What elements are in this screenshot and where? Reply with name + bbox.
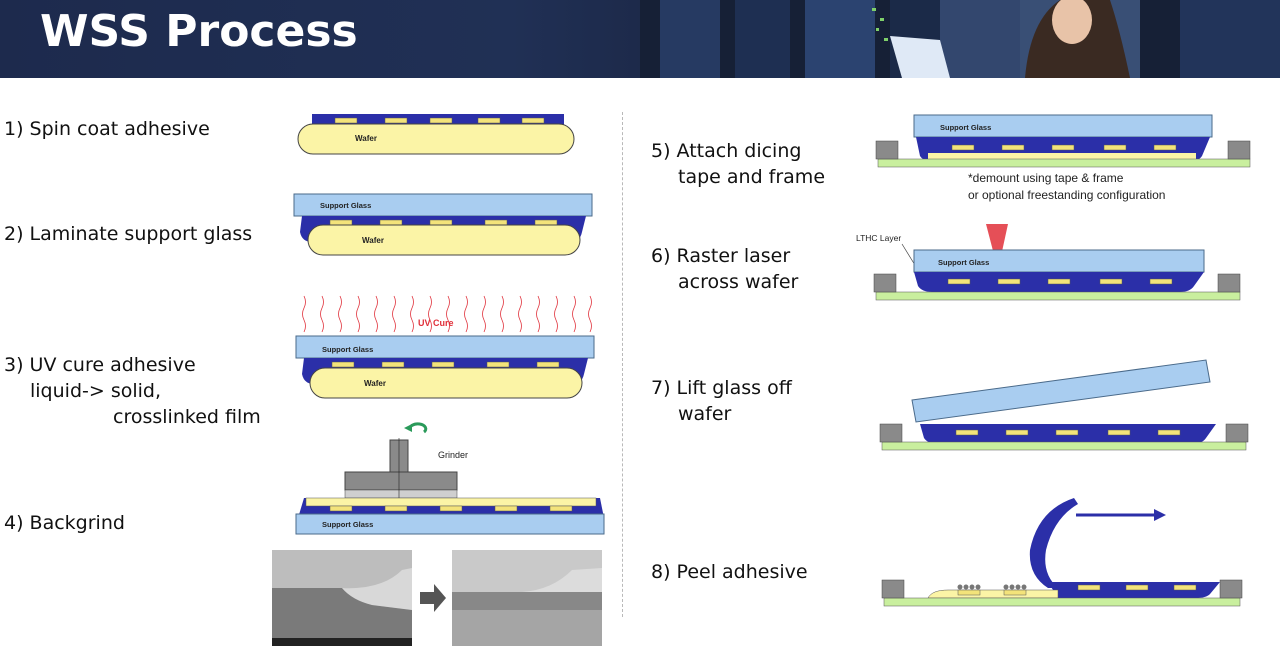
lifted-support-glass	[911, 359, 1211, 423]
frame-right	[1225, 423, 1249, 443]
step-3-detail-1: liquid-> solid,	[30, 380, 161, 402]
frame-left	[879, 423, 903, 443]
frame-left	[873, 273, 897, 293]
step-7-detail: wafer	[678, 403, 732, 425]
support-glass-label: Support Glass	[320, 201, 371, 210]
frame-right	[1227, 140, 1251, 160]
step-6-diagram: LTHC Layer Support Glass	[856, 224, 1241, 301]
dicing-tape	[877, 158, 1251, 168]
dicing-tape	[883, 597, 1241, 607]
arrow-right-icon	[420, 584, 446, 612]
page-title: WSS Process	[40, 6, 358, 57]
step-2-diagram: Support Glass Wafer	[293, 193, 593, 256]
lthc-label: LTHC Layer	[856, 233, 901, 243]
demount-note-1: *demount using tape & frame	[968, 171, 1124, 185]
grinding-wheel	[344, 489, 458, 499]
step-3-label: 3) UV cure adhesive	[4, 354, 196, 376]
rotation-arrow-icon	[408, 422, 428, 434]
laser-beam	[986, 224, 1008, 270]
server-room-photo	[640, 0, 1280, 78]
step-1-diagram: Wafer	[297, 114, 575, 155]
wafer-label: Wafer	[362, 236, 384, 245]
step-6-label: 6) Raster laser	[651, 245, 791, 267]
grinder-head	[344, 471, 458, 491]
uv-rays	[302, 295, 592, 333]
step-5-detail: tape and frame	[678, 166, 826, 188]
step-5-label: 5) Attach dicing	[651, 140, 802, 162]
header-banner: WSS Process	[0, 0, 1280, 78]
wafer-shape	[307, 224, 581, 256]
step-4-diagram: Grinder Support Glass	[295, 422, 605, 535]
support-glass-label: Support Glass	[322, 345, 373, 354]
frame-right	[1219, 579, 1243, 599]
support-glass-label: Support Glass	[940, 123, 991, 132]
support-glass	[295, 513, 605, 535]
dicing-tape	[881, 441, 1247, 451]
wafer-shape	[309, 367, 583, 399]
frame-left	[875, 140, 899, 160]
support-glass-label: Support Glass	[938, 258, 989, 267]
frame-right	[1217, 273, 1241, 293]
step-5-diagram: Support Glass *demount using tape & fram…	[875, 114, 1251, 202]
exposed-wafer	[927, 589, 1059, 599]
wafer-label: Wafer	[364, 379, 386, 388]
sem-images	[272, 550, 602, 646]
uv-cure-label: UV Cure	[418, 318, 454, 328]
step-2-label: 2) Laminate support glass	[4, 223, 253, 245]
dicing-tape	[875, 291, 1241, 301]
step-1-label: 1) Spin coat adhesive	[4, 118, 210, 140]
grinder-label: Grinder	[438, 450, 468, 460]
step-3-detail-2: crosslinked film	[113, 406, 261, 428]
step-7-diagram	[879, 359, 1249, 451]
step-6-detail: across wafer	[678, 271, 799, 293]
wafer-label: Wafer	[355, 134, 377, 143]
step-7-label: 7) Lift glass off	[651, 377, 792, 399]
peeling-adhesive	[1029, 498, 1078, 588]
demount-note-2: or optional freestanding configuration	[968, 188, 1165, 202]
step-8-label: 8) Peel adhesive	[651, 561, 808, 583]
support-glass-label: Support Glass	[322, 520, 373, 529]
frame-left	[881, 579, 905, 599]
wafer-shape	[297, 123, 575, 155]
column-divider	[622, 112, 623, 617]
step-8-diagram	[881, 498, 1243, 607]
thinned-wafer	[305, 497, 597, 507]
step-4-label: 4) Backgrind	[4, 512, 125, 534]
step-3-diagram: UV Cure Support Glass Wafer	[295, 295, 595, 399]
